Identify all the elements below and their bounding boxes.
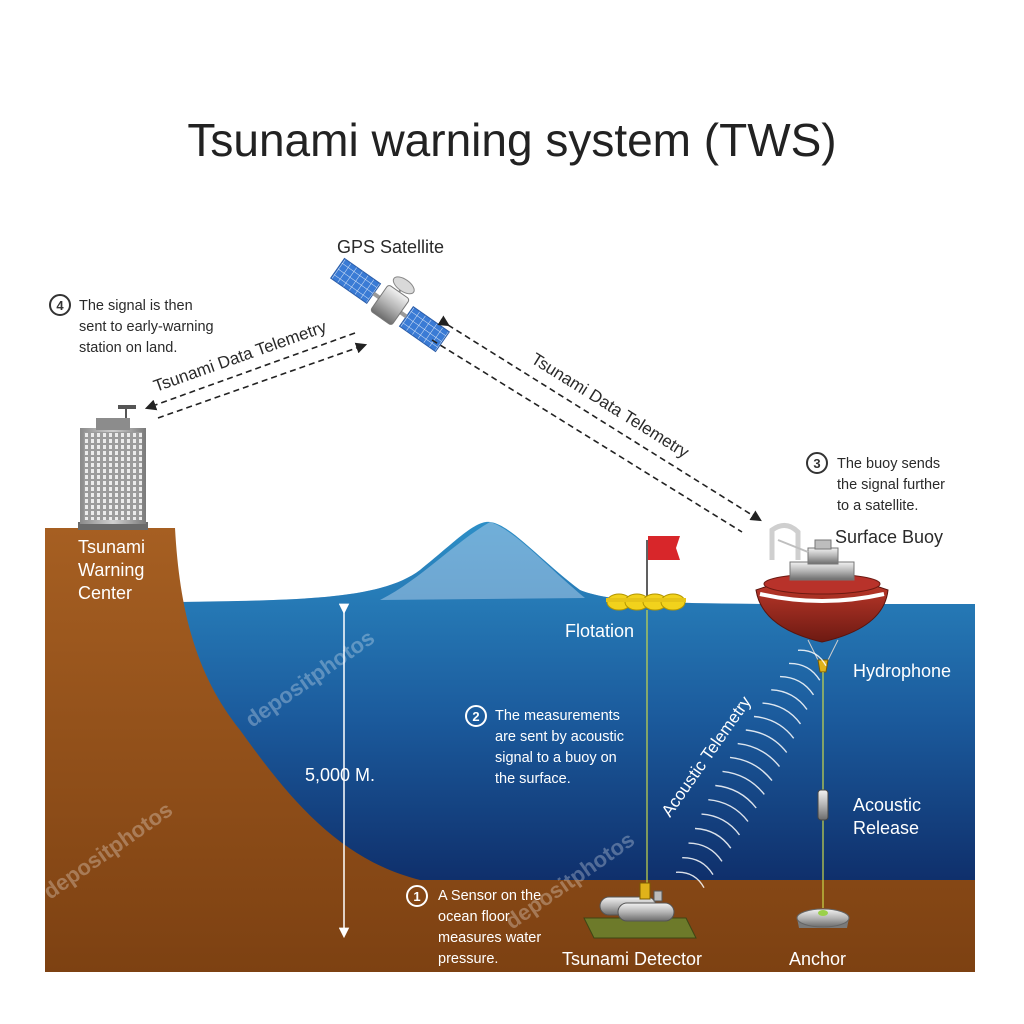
anchor: [796, 908, 850, 928]
acoustic-release: [817, 789, 829, 821]
land: [45, 528, 975, 972]
warning-center-label-line-3: Center: [78, 583, 132, 603]
surface-buoy-label: Surface Buoy: [835, 527, 943, 547]
warning-center-label-line-1: Tsunami: [78, 537, 145, 557]
hydrophone-label: Hydrophone: [853, 661, 951, 681]
anchor-label: Anchor: [789, 949, 846, 969]
step-2-number: 2: [472, 709, 479, 724]
step-1: 1 A Sensor on the ocean floor measures w…: [406, 885, 541, 967]
acoustic-wave-arc: [753, 715, 795, 739]
gps-satellite: [329, 257, 451, 353]
step-2-line-2: are sent by acoustic: [495, 729, 624, 745]
acoustic-wave-arc: [688, 842, 723, 862]
surface-buoy: [755, 523, 889, 669]
tsunami-detector: [583, 882, 697, 939]
acoustic-release-label-line-1: Acoustic: [853, 795, 921, 815]
acoustic-release-label-line-2: Release: [853, 818, 919, 838]
acoustic-wave-arc: [797, 649, 827, 667]
step-4-badge: [49, 294, 71, 316]
step-4-number: 4: [56, 298, 64, 313]
acoustic-wave-arc: [762, 702, 802, 725]
flotation: [606, 536, 686, 611]
telemetry-right-link: [431, 315, 762, 533]
step-2-badge: [465, 705, 487, 727]
page-title: Tsunami warning system (TWS): [187, 114, 836, 166]
step-1-number: 1: [413, 889, 420, 904]
flotation-label: Flotation: [565, 621, 634, 641]
step-3-line-2: the signal further: [837, 477, 945, 493]
acoustic-wave-arc: [745, 729, 788, 753]
acoustic-wave-arc: [701, 813, 741, 836]
step-1-line-2: ocean floor: [438, 909, 510, 925]
step-1-badge: [406, 885, 428, 907]
step-3-line-1: The buoy sends: [837, 456, 940, 472]
acoustic-wave-arc: [715, 784, 757, 809]
acoustic-wave-arc: [788, 662, 821, 681]
step-3: 3 The buoy sends the signal further to a…: [806, 452, 945, 514]
acoustic-wave-arc: [675, 871, 705, 889]
acoustic-wave-arc: [708, 799, 749, 822]
step-2: 2 The measurements are sent by acoustic …: [465, 705, 624, 787]
warning-center-label-line-2: Warning: [78, 560, 144, 580]
step-2-line-4: the surface.: [495, 771, 571, 787]
step-1-line-3: measures water: [438, 930, 541, 946]
acoustic-telemetry-waves: [675, 649, 827, 889]
tsunami-detector-label: Tsunami Detector: [562, 949, 702, 969]
step-2-line-3: signal to a buoy on: [495, 750, 617, 766]
wave-highlight: [380, 522, 585, 600]
step-4-line-2: sent to early-warning: [79, 319, 214, 335]
acoustic-wave-arc: [779, 675, 815, 696]
step-4: 4 The signal is then sent to early-warni…: [49, 294, 214, 356]
warning-center-building: [78, 405, 148, 530]
depth-label: 5,000 M.: [305, 765, 375, 785]
step-1-line-4: pressure.: [438, 951, 498, 967]
acoustic-wave-arc: [722, 770, 765, 795]
acoustic-wave-arc: [694, 827, 732, 849]
gps-satellite-label: GPS Satellite: [337, 237, 444, 257]
acoustic-wave-arc: [737, 742, 781, 768]
step-3-line-3: to a satellite.: [837, 498, 918, 514]
hydrophone: [817, 659, 829, 673]
telemetry-left-link: [144, 332, 368, 419]
step-4-line-1: The signal is then: [79, 298, 193, 314]
telemetry-right-label: Tsunami Data Telemetry: [528, 349, 693, 462]
acoustic-wave-arc: [729, 756, 773, 782]
step-3-number: 3: [813, 456, 820, 471]
step-4-line-3: station on land.: [79, 340, 177, 356]
step-3-badge: [806, 452, 828, 474]
acoustic-wave-arc: [771, 689, 808, 710]
step-2-line-1: The measurements: [495, 708, 620, 724]
acoustic-wave-arc: [682, 856, 714, 875]
step-1-line-1: A Sensor on the: [438, 888, 541, 904]
